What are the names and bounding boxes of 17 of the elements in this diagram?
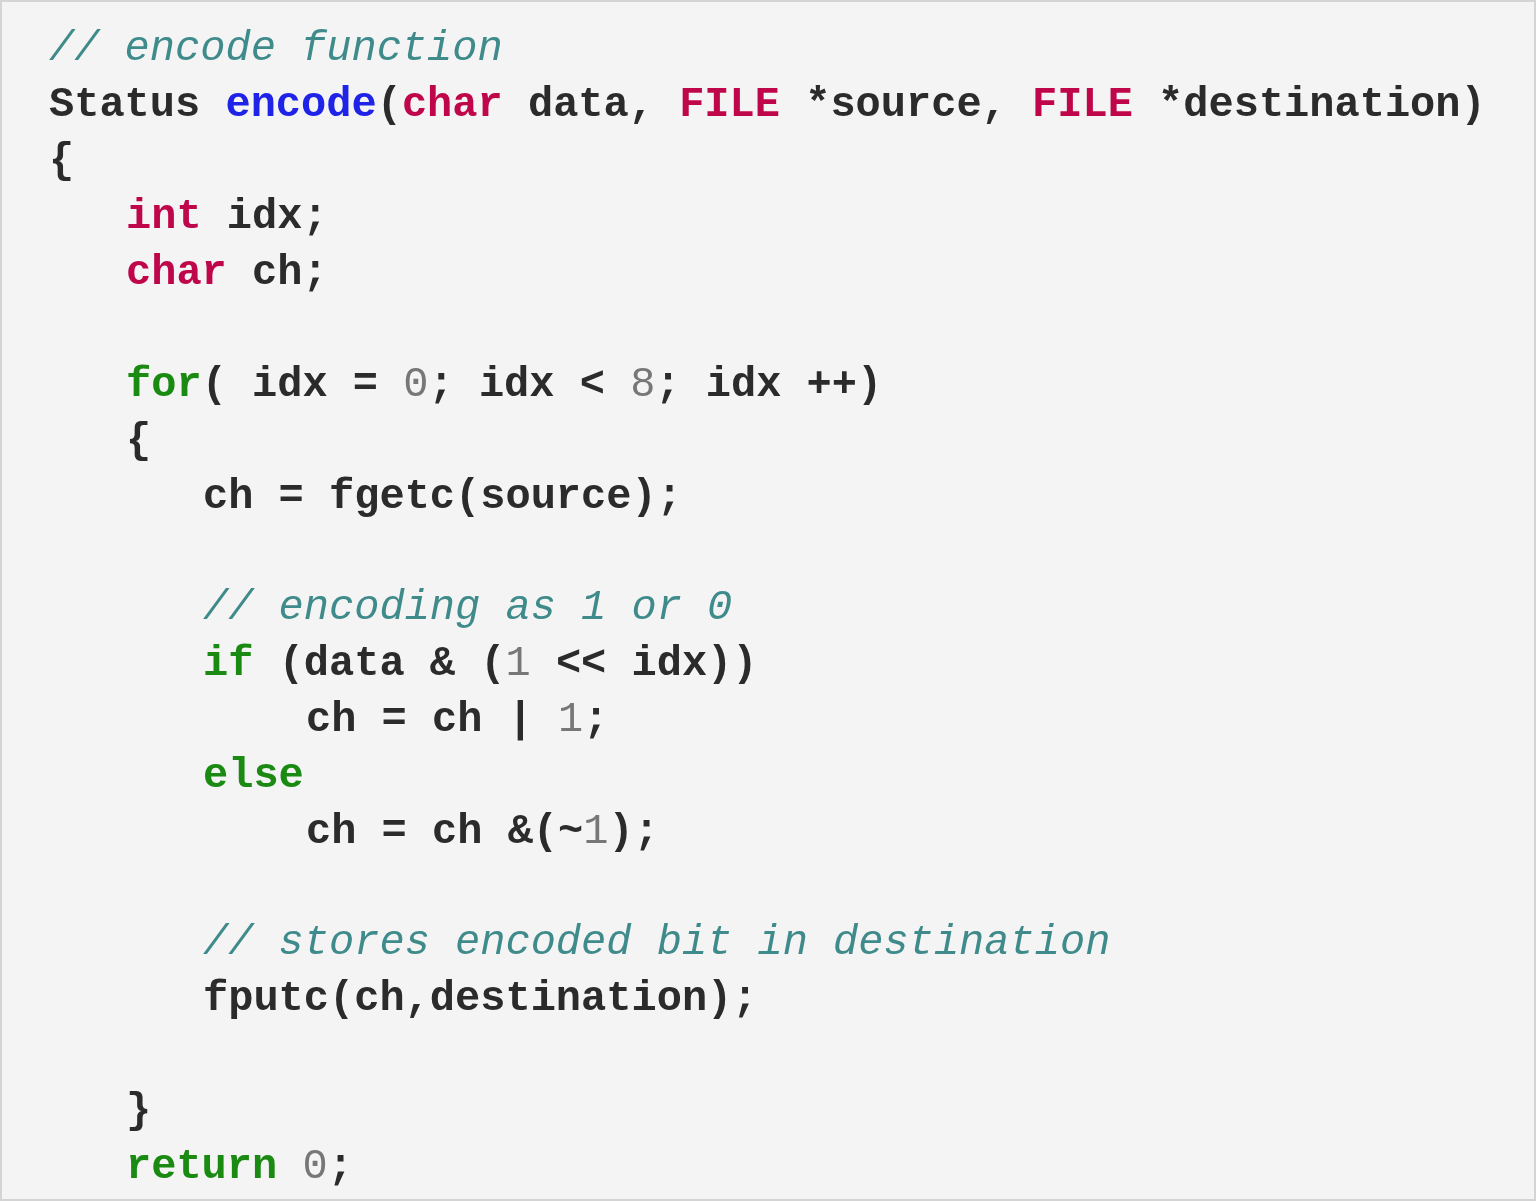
code-line: char ch; [126, 248, 328, 298]
code-line: ch = fgetc(source); [203, 472, 682, 522]
code-line: fputc(ch,destination); [203, 974, 758, 1024]
code-line: if (data & (1 << idx)) [203, 639, 758, 689]
code-line: ch = ch &(~1); [306, 807, 659, 857]
code-line: { [49, 136, 75, 186]
code-comment: // stores encoded bit in destination [203, 918, 1111, 968]
code-line: int idx; [126, 192, 328, 242]
code-line: for( idx = 0; idx < 8; idx ++) [126, 360, 883, 410]
code-line: return 0; [126, 1142, 353, 1192]
code-comment: // encoding as 1 or 0 [203, 583, 733, 633]
code-comment: // encode function [49, 24, 503, 74]
code-line: { [126, 416, 152, 466]
code-line: } [126, 1086, 152, 1136]
code-line: Status encode(char data, FILE *source, FILE *destination) [49, 80, 1486, 130]
code-line: ch = ch | 1; [306, 695, 609, 745]
code-line: else [203, 751, 304, 801]
